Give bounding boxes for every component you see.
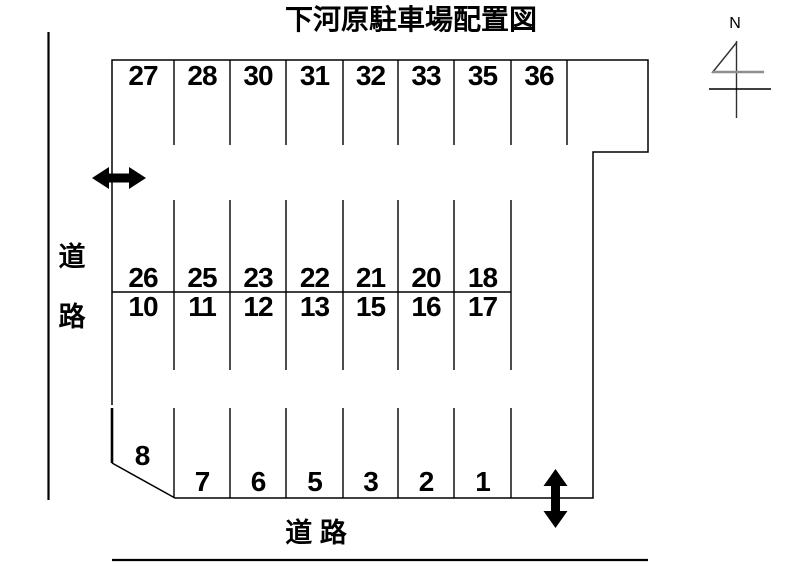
stall-number-15: 15 [356,291,386,322]
stall-group-middle-lower: 10 11 12 13 15 16 17 [128,291,512,370]
compass-north-label: N [729,15,741,32]
stall-number-27: 27 [128,60,158,91]
stall-number-21: 21 [356,262,386,293]
entrance-arrow-vertical-icon [543,469,568,528]
roads: 道 路 道 路 [47,32,648,562]
stall-number-3: 3 [363,466,378,497]
stall-number-17: 17 [468,291,498,322]
stall-number-6: 6 [251,466,266,497]
entrance-arrow-horizontal-icon [92,167,146,189]
compass-needle-line [711,41,738,74]
stall-number-23: 23 [243,262,273,293]
stall-number-31: 31 [300,60,330,91]
stall-number-26: 26 [128,262,158,293]
stall-number-corner: 8 [135,440,150,471]
stall-number-32: 32 [356,60,386,91]
stall-number-20: 20 [411,262,441,293]
stall-number-2: 2 [419,466,434,497]
stall-number-10: 10 [128,291,158,322]
stall-number-5: 5 [307,466,322,497]
stall-number-11: 11 [188,291,216,322]
stall-number-22: 22 [300,262,330,293]
stall-number-7: 7 [195,466,210,497]
left-road-label-char: 道 [59,241,86,272]
stall-number-16: 16 [411,291,441,322]
stall-number-1: 1 [475,466,490,497]
stall-number-33: 33 [411,60,441,91]
stall-number-30: 30 [243,60,273,91]
compass-north-indicator: N [709,15,771,118]
lot-boundary-path [111,59,649,499]
bottom-road-label: 道 路 [285,517,348,548]
stall-number-35: 35 [468,60,498,91]
stall-number-18: 18 [468,262,498,293]
parking-lot-outline [110,59,649,499]
stall-group-bottom: 7 6 5 3 2 1 [173,408,512,498]
stall-group-top: 27 28 30 31 32 33 35 36 [128,60,568,145]
stall-number-36: 36 [524,60,554,91]
compass-needle [709,41,771,118]
left-road-label-char: 路 [59,301,87,332]
diagram-title: 下河原駐車場配置図 [285,4,537,35]
stall-number-25: 25 [187,262,217,293]
stall-number-13: 13 [300,291,330,322]
stall-number-12: 12 [243,291,273,322]
stall-group-middle-upper: 26 25 23 22 21 20 18 [112,200,512,293]
stall-number-28: 28 [187,60,217,91]
